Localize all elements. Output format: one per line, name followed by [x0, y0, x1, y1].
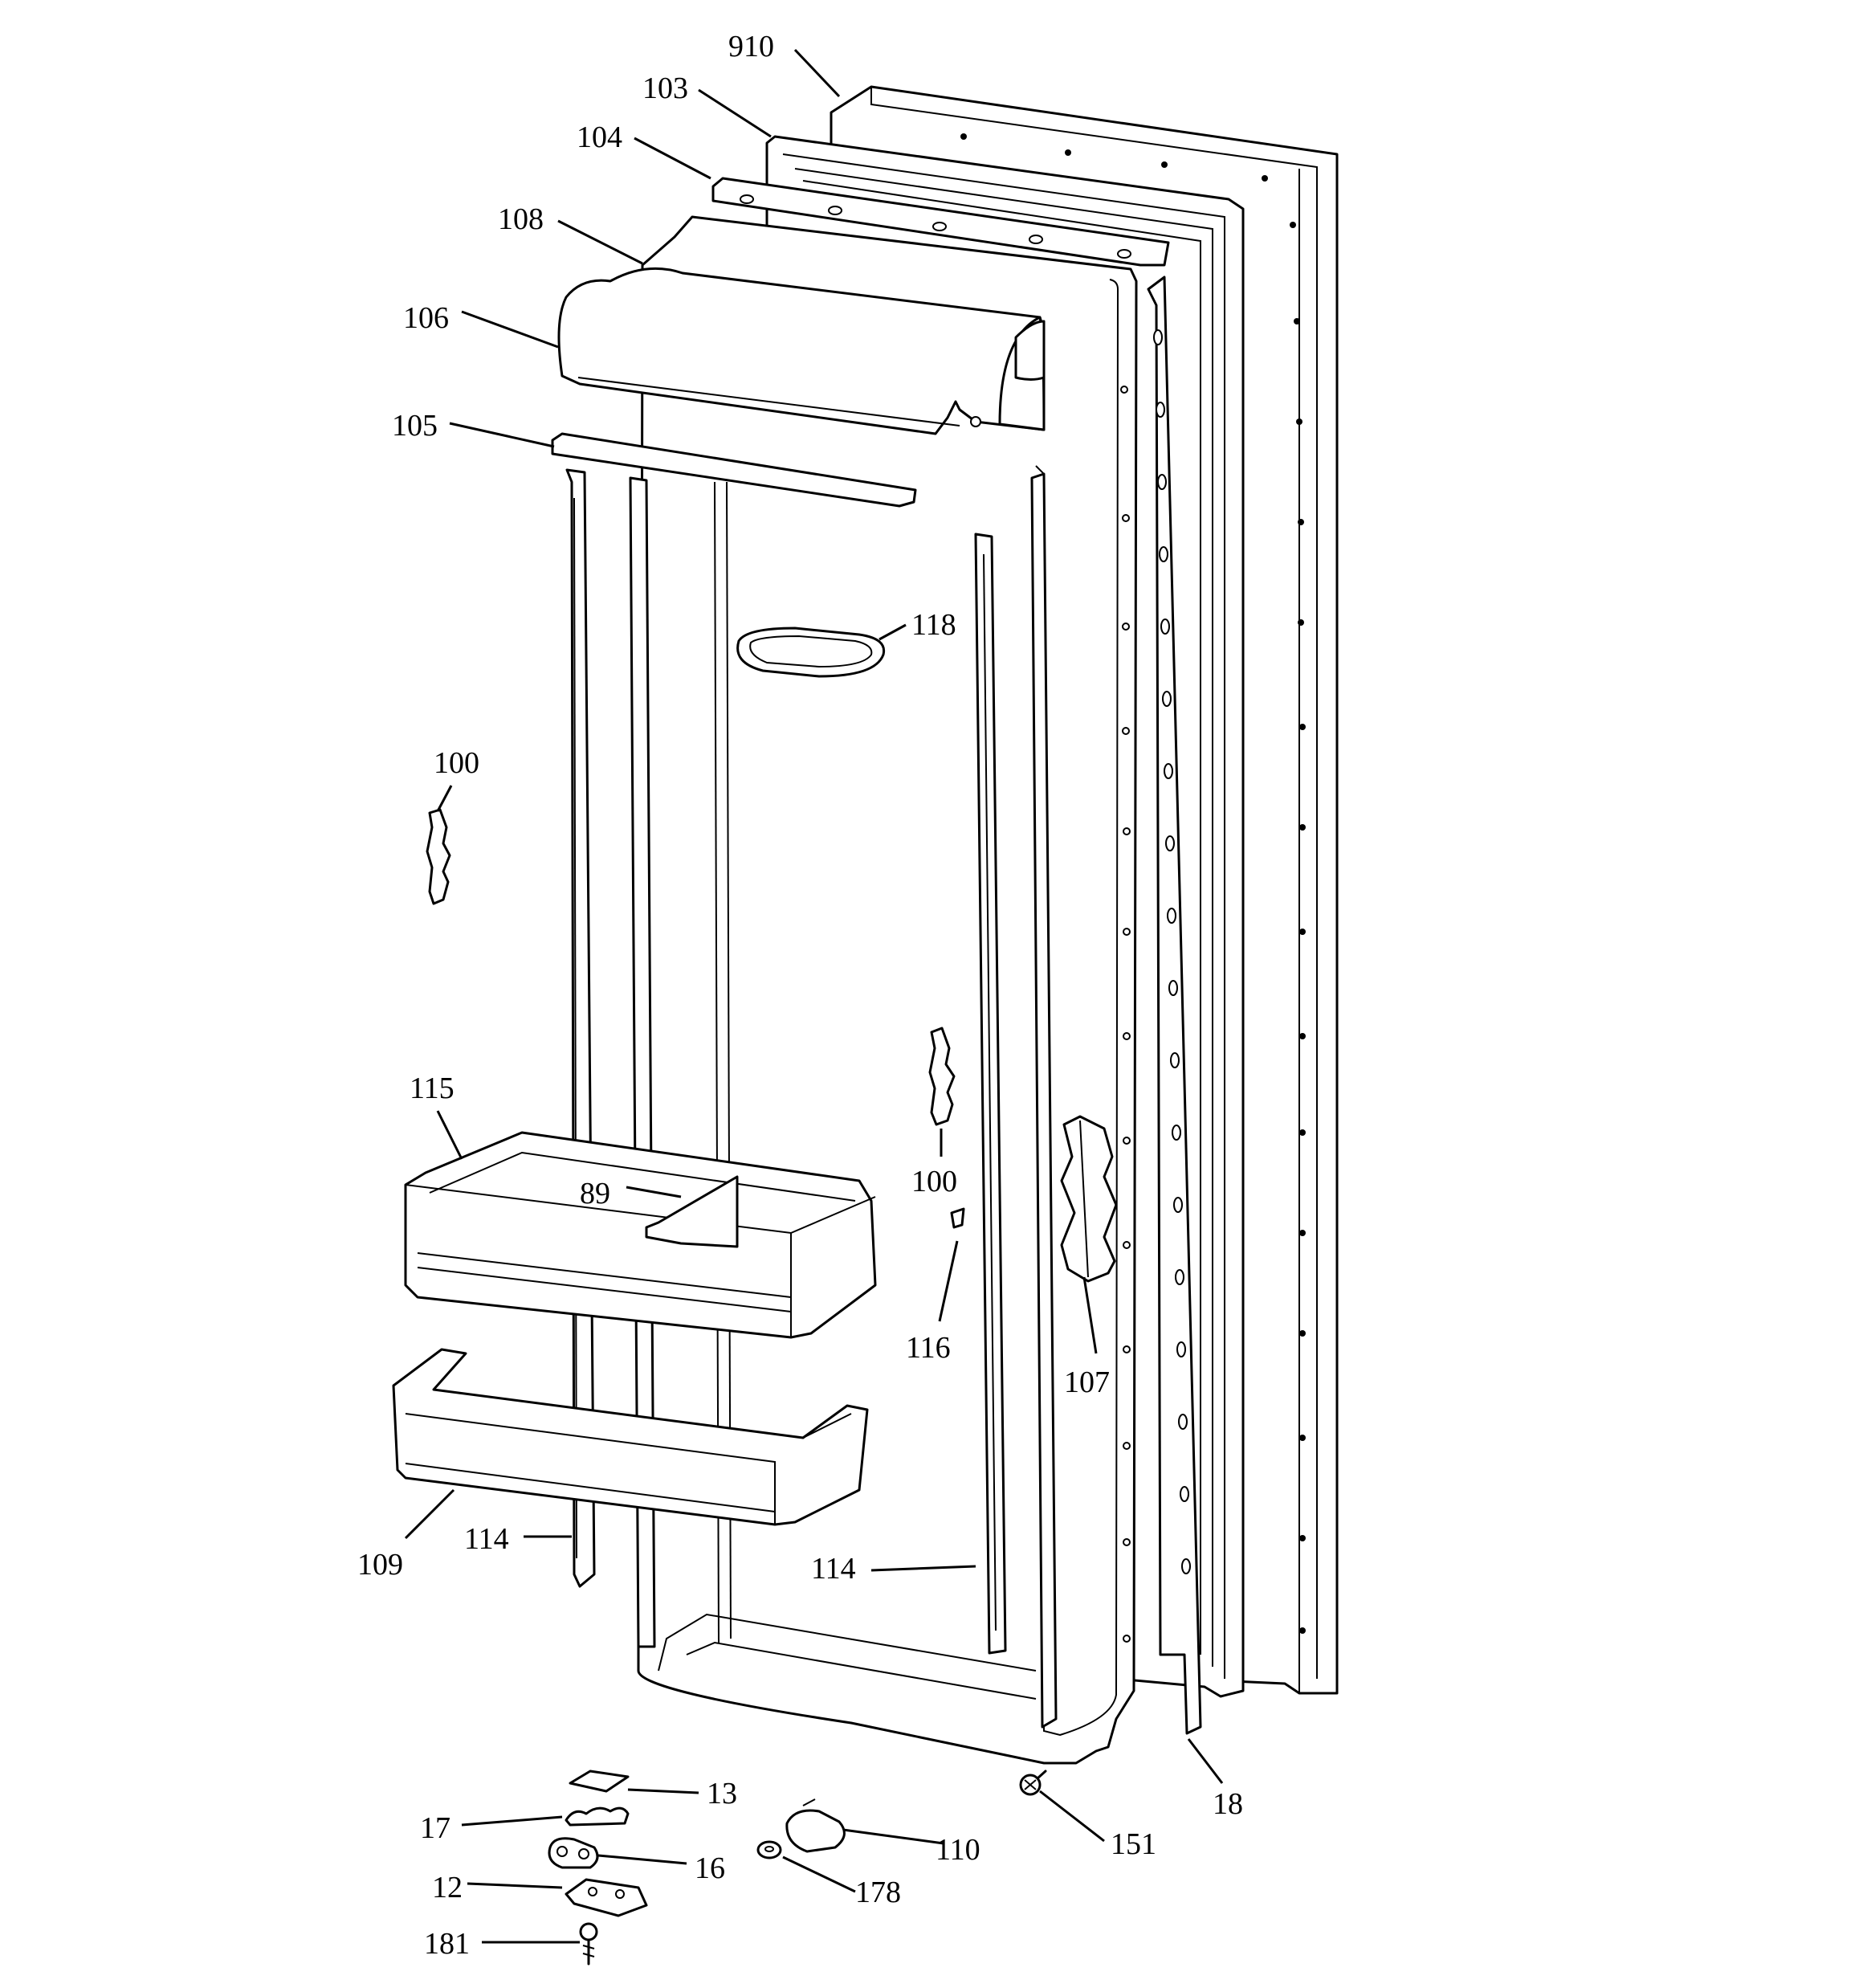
callout-181: 181 — [424, 1927, 470, 1961]
callout-13: 13 — [707, 1777, 737, 1810]
right-shelf-rail-outer — [1030, 472, 1058, 1729]
callout-100-left: 100 — [434, 746, 479, 780]
callout-107: 107 — [1064, 1365, 1110, 1399]
callout-89: 89 — [580, 1177, 610, 1210]
callout-108: 108 — [498, 202, 544, 236]
edge-trim-strip — [1147, 276, 1202, 1735]
door-shelf-insert — [1060, 1115, 1118, 1283]
callout-labels: 910 103 104 108 106 105 118 100 100 115 … — [357, 30, 1243, 1961]
hinge-shim — [569, 1770, 630, 1793]
door-liner — [637, 215, 1138, 1765]
callout-17: 17 — [420, 1811, 450, 1845]
trim-holes — [1153, 329, 1191, 1574]
callout-114-right: 114 — [811, 1552, 856, 1586]
washer — [756, 1840, 782, 1859]
top-trim-strip — [711, 177, 1170, 267]
shallow-door-bin — [392, 1348, 869, 1526]
shelf-bracket-left — [426, 808, 451, 905]
callout-118: 118 — [911, 608, 956, 642]
hinge-plate — [565, 1878, 648, 1917]
right-shelf-rail-inner — [974, 533, 1007, 1655]
dairy-door-trim — [551, 432, 917, 508]
hinge-spacer — [565, 1806, 630, 1827]
callout-178: 178 — [855, 1876, 901, 1909]
deep-door-bin — [404, 1131, 877, 1339]
callout-18: 18 — [1213, 1787, 1243, 1821]
callout-103: 103 — [642, 71, 688, 105]
callout-105: 105 — [392, 409, 438, 443]
callout-151: 151 — [1111, 1827, 1156, 1861]
callout-106: 106 — [403, 301, 449, 335]
callout-114-left: 114 — [464, 1522, 509, 1556]
callout-16: 16 — [695, 1851, 725, 1885]
callout-12: 12 — [432, 1871, 463, 1904]
egg-tray — [736, 627, 886, 678]
callout-100-right: 100 — [911, 1165, 957, 1198]
panel-screw-holes — [960, 133, 1306, 1634]
liner-side-holes — [1120, 386, 1131, 1643]
hinge-screw — [579, 1922, 598, 1966]
shelf-bracket-right — [928, 1027, 956, 1126]
cap-screw — [1019, 1770, 1047, 1796]
callout-115: 115 — [410, 1072, 455, 1105]
callout-104: 104 — [577, 120, 622, 154]
leader-lines — [404, 48, 1224, 1944]
dairy-compartment — [557, 267, 1046, 435]
callout-910: 910 — [728, 30, 774, 63]
callout-110: 110 — [936, 1833, 980, 1867]
hinge-bushing — [548, 1837, 599, 1869]
door-stop — [785, 1798, 846, 1853]
rail-cap — [950, 1207, 965, 1229]
callout-116: 116 — [906, 1331, 951, 1365]
callout-109: 109 — [357, 1548, 403, 1582]
